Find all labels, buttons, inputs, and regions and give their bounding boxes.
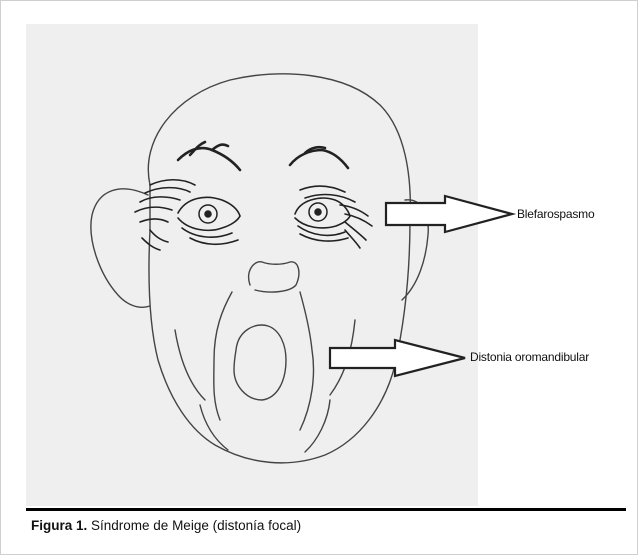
caption-divider bbox=[26, 508, 626, 511]
open-mouth bbox=[234, 325, 286, 400]
figure-caption: Figura 1. Síndrome de Meige (distonía fo… bbox=[31, 518, 301, 533]
caption-prefix: Figura 1. bbox=[31, 518, 87, 533]
label-blefarospasmo: Blefarospasmo bbox=[517, 207, 594, 221]
left-eyebrow bbox=[178, 148, 240, 170]
right-eye-upper-lid bbox=[295, 198, 350, 216]
right-eye-lower-lid bbox=[295, 216, 350, 228]
label-distonia-oromandibular: Distonia oromandibular bbox=[470, 350, 589, 364]
right-eyebrow bbox=[290, 150, 348, 168]
arrow-blefarospasmo bbox=[386, 196, 512, 232]
left-ear bbox=[91, 189, 150, 307]
head-outline bbox=[148, 74, 410, 463]
caption-text: Síndrome de Meige (distonía focal) bbox=[87, 518, 301, 533]
arrow-distonia bbox=[330, 340, 465, 376]
nose bbox=[249, 262, 299, 292]
